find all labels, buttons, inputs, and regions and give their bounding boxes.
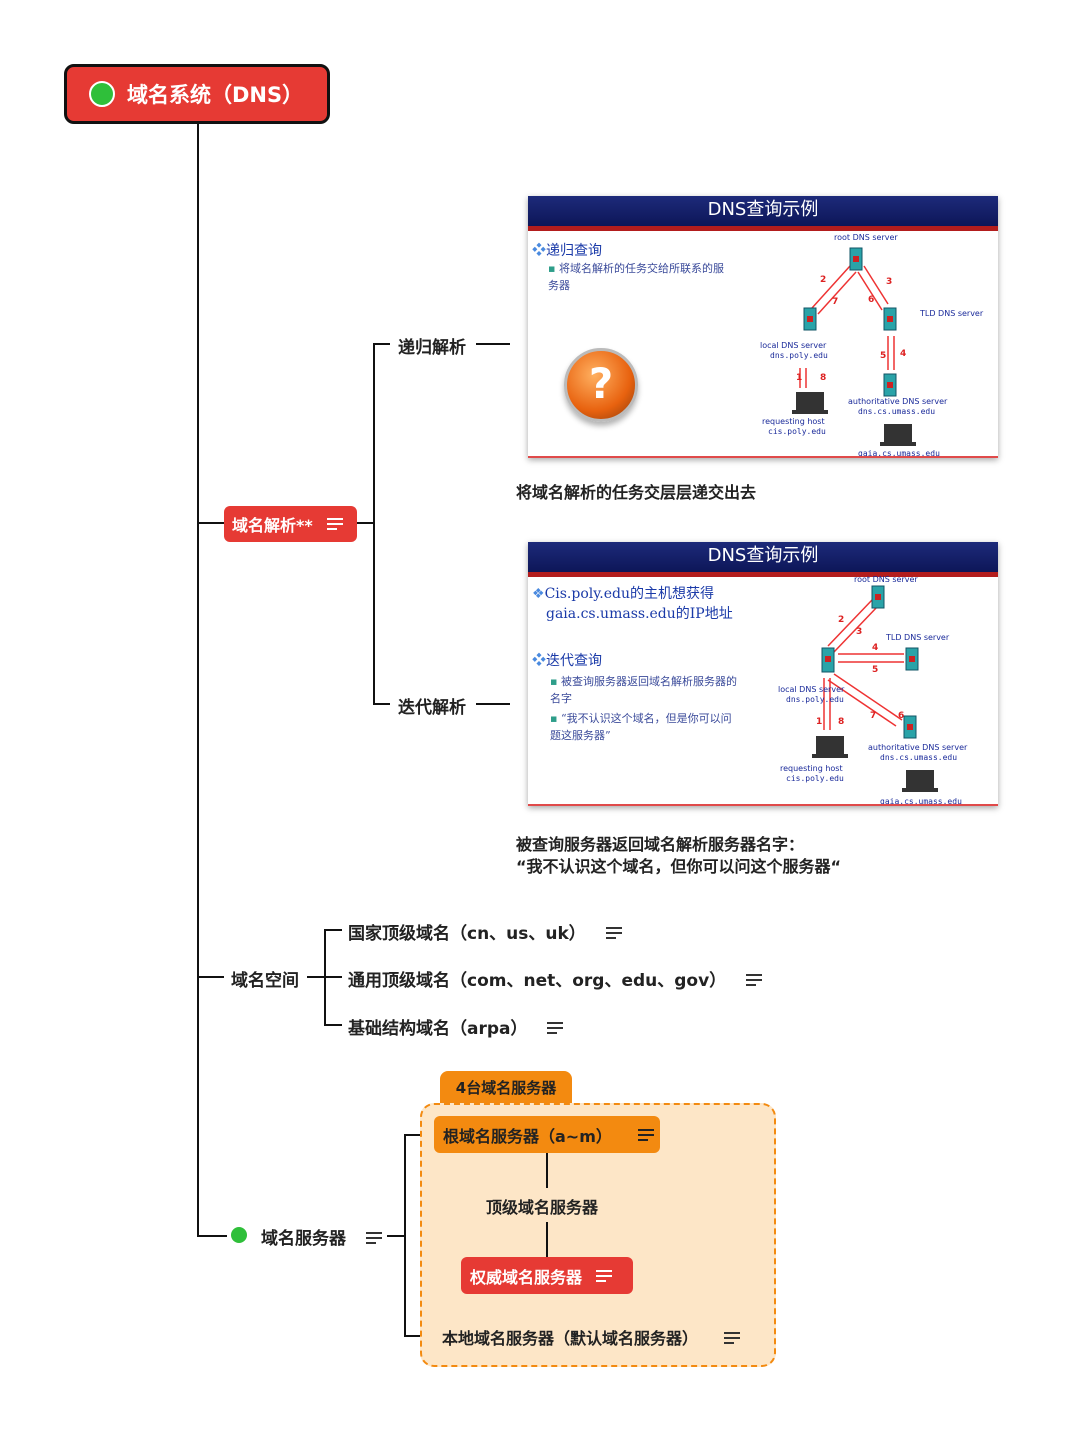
note-icon[interactable] (723, 1332, 740, 1344)
label-local: local DNS server (760, 341, 827, 350)
step-5: 5 (880, 351, 886, 361)
label-root: root DNS server (854, 575, 918, 584)
namespace-item-generic[interactable]: 通用顶级域名（com、net、org、edu、gov） (348, 966, 763, 991)
root-topic[interactable]: 域名系统（DNS） (64, 64, 330, 124)
step-3: 3 (856, 627, 862, 637)
slide-bullet: ❖Cis.poly.edu的主机想获得 gaia.cs.umass.edu的IP… (532, 586, 733, 622)
label-local: local DNS server (778, 685, 845, 694)
status-dot-icon (89, 81, 115, 107)
label-auth: authoritative DNS server (848, 397, 948, 406)
step-6: 6 (868, 295, 874, 305)
step-7: 7 (832, 297, 838, 307)
topic-tld-name-server[interactable]: 顶级域名服务器 (486, 1198, 599, 1217)
note-icon[interactable] (365, 1232, 382, 1244)
label-tld: TLD DNS server (919, 309, 984, 318)
step-5: 5 (872, 665, 878, 675)
recursive-caption: 将域名解析的任务交层层递交出去 (516, 483, 757, 502)
namespace-item-country[interactable]: 国家顶级域名（cn、us、uk） (348, 919, 622, 944)
label-tld: TLD DNS server (885, 633, 950, 642)
slide-subbullet: ▪ 将域名解析的任务交给所联系的服务器 (548, 262, 724, 292)
dns-recursive-diagram: root DNS server TLD DNS server local DNS… (760, 233, 984, 458)
label-auth-host: dns.cs.umass.edu (880, 753, 957, 762)
label-root: root DNS server (834, 233, 898, 242)
step-3: 3 (886, 277, 892, 287)
topic-iterative[interactable]: 迭代解析 (398, 698, 466, 718)
server-group-label[interactable]: 4台域名服务器 (440, 1071, 572, 1103)
step-2: 2 (820, 275, 826, 285)
label-local-host: dns.poly.edu (770, 351, 828, 360)
note-icon[interactable] (596, 1269, 613, 1282)
topic-authoritative-name-server[interactable]: 权威域名服务器 (461, 1257, 633, 1294)
question-mark-icon: ? (564, 348, 638, 422)
label-gaia: gaia.cs.umass.edu (880, 797, 962, 806)
step-1: 1 (796, 373, 802, 383)
topic-domain-resolution[interactable]: 域名解析** (224, 506, 357, 542)
slide-subbullet: ▪ 被查询服务器返回域名解析服务器的名字 (550, 675, 737, 705)
slide-bullet: ❖递归查询 (532, 243, 602, 259)
label-req: requesting host (762, 417, 825, 426)
topic-root-name-server[interactable]: 根域名服务器（a~m） (434, 1116, 660, 1153)
iterative-caption: 被查询服务器返回域名解析服务器名字： “我不认识这个域名，但你可以问这个服务器“ (516, 835, 842, 876)
note-icon[interactable] (746, 974, 763, 986)
step-4: 4 (900, 349, 906, 359)
label-auth: authoritative DNS server (868, 743, 968, 752)
label-req: requesting host (780, 764, 843, 773)
slide-title: DNS查询示例 (528, 542, 998, 577)
label-req-host: cis.poly.edu (768, 427, 826, 436)
step-8: 8 (838, 717, 844, 727)
label-gaia: gaia.cs.umass.edu (858, 449, 940, 458)
note-icon[interactable] (605, 927, 622, 939)
label-auth-host: dns.cs.umass.edu (858, 407, 935, 416)
root-topic-label: 域名系统（DNS） (127, 83, 304, 107)
iterative-slide-image: DNS查询示例 ❖Cis.poly.edu的主机想获得 gaia.cs.umas… (528, 542, 998, 806)
step-6: 6 (898, 711, 904, 721)
dns-iterative-diagram: root DNS server TLD DNS server local DNS… (778, 575, 968, 806)
namespace-item-infrastructure[interactable]: 基础结构域名（arpa） (348, 1014, 564, 1039)
note-icon[interactable] (637, 1128, 654, 1141)
note-icon[interactable] (326, 518, 343, 530)
step-2: 2 (838, 615, 844, 625)
recursive-slide-image: DNS查询示例 ❖递归查询 ▪ 将域名解析的任务交给所联系的服务器 ? (528, 196, 998, 458)
step-7: 7 (870, 711, 876, 721)
step-8: 8 (820, 373, 826, 383)
topic-recursive[interactable]: 递归解析 (398, 338, 466, 358)
slide-subbullet: ▪ “我不认识这个域名，但是你可以问题这服务器” (550, 712, 732, 742)
topic-local-name-server[interactable]: 本地域名服务器（默认域名服务器） (442, 1325, 740, 1349)
slide-title: DNS查询示例 (528, 196, 998, 231)
label-local-host: dns.poly.edu (786, 695, 844, 704)
status-dot-icon (231, 1227, 247, 1243)
topic-domain-namespace[interactable]: 域名空间 (231, 971, 299, 991)
step-1: 1 (816, 717, 822, 727)
topic-domain-servers[interactable]: 域名服务器 (261, 1224, 382, 1249)
note-icon[interactable] (547, 1022, 564, 1034)
step-4: 4 (872, 643, 878, 653)
slide-bullet: ❖迭代查询 (532, 653, 602, 669)
topic-domain-resolution-label: 域名解析** (232, 516, 313, 535)
label-req-host: cis.poly.edu (786, 774, 844, 783)
